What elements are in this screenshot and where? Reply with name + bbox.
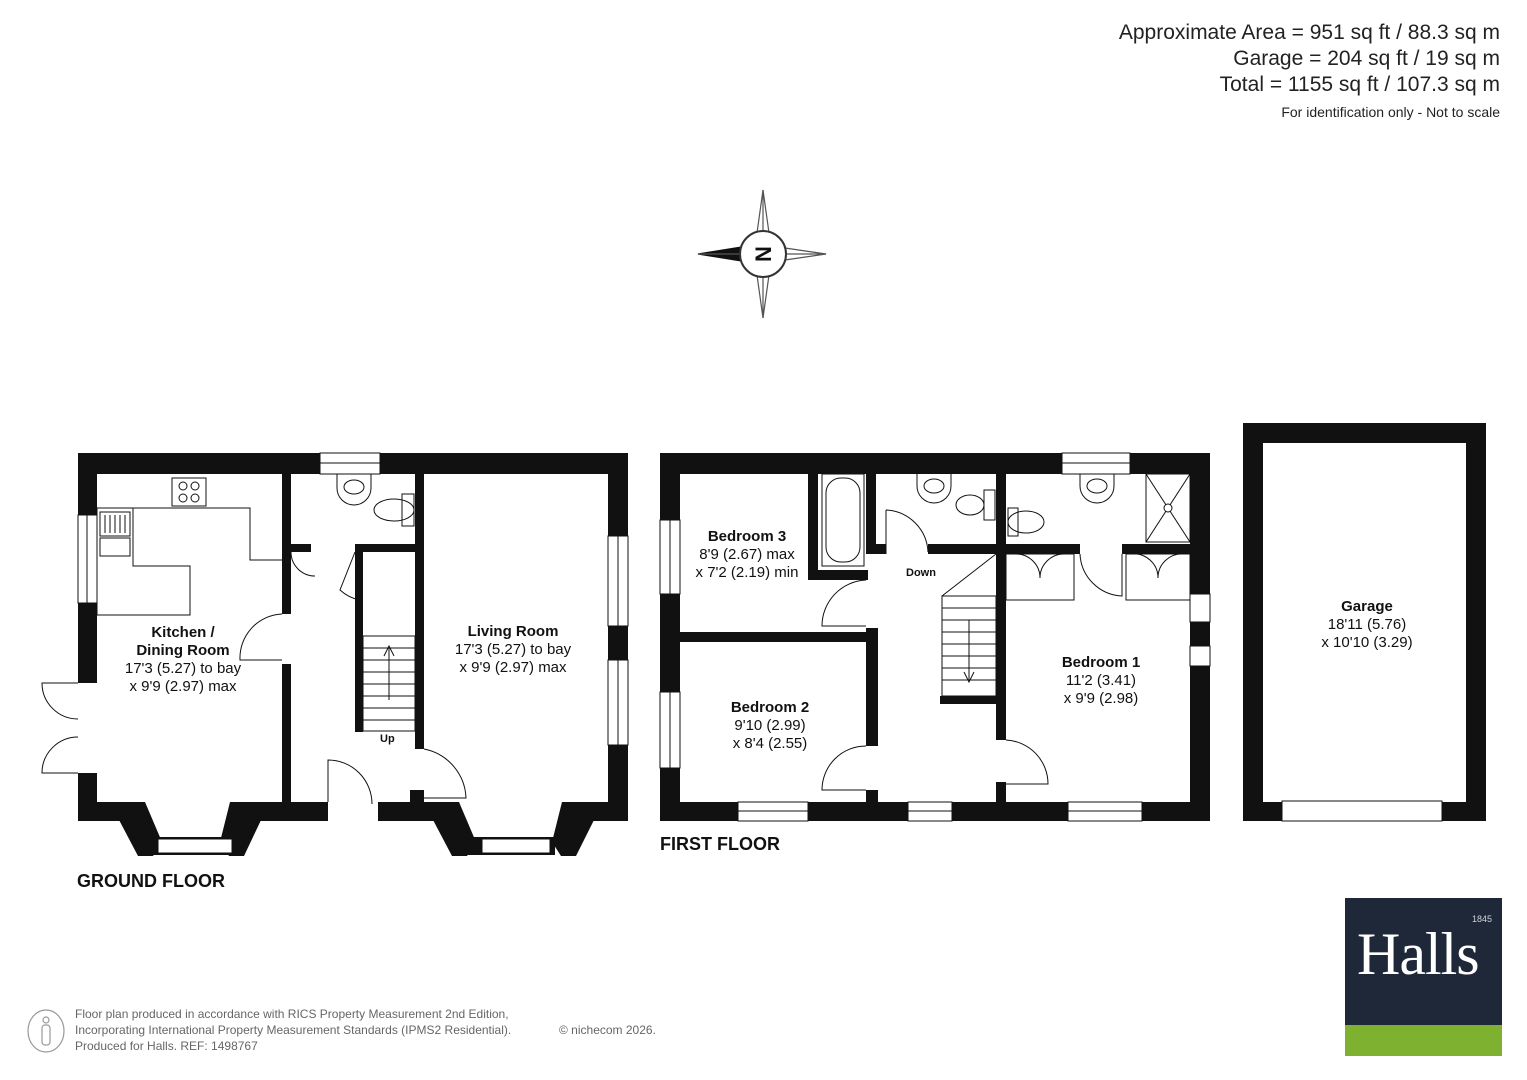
first-floor-details: [659, 452, 1211, 822]
room-name: Bedroom 3: [707, 528, 787, 545]
compass-letter: N: [751, 246, 776, 262]
area-sum: Total = 1155 sq ft / 107.3 sq m: [1219, 73, 1500, 96]
room-dimension: x 7'2 (2.19) min: [695, 564, 799, 581]
person-scale-icon: [27, 1009, 65, 1053]
compass-rose-icon: N: [697, 189, 827, 319]
logo-year: 1845: [1471, 914, 1492, 924]
room-garage: Garage 18'11 (5.76) x 10'10 (3.29): [1300, 598, 1434, 652]
room-dimension: 9'10 (2.99): [734, 717, 806, 734]
footer-brand: © nichecom 2026.: [559, 1023, 656, 1037]
footer-notes: Floor plan produced in accordance with R…: [75, 1006, 656, 1054]
room-dimension: x 10'10 (3.29): [1321, 634, 1413, 651]
area-total: Approximate Area = 951 sq ft / 88.3 sq m: [1118, 21, 1500, 44]
room-dimension: 17'3 (5.27) to bay: [124, 660, 242, 677]
footer-line: Floor plan produced in accordance with R…: [75, 1007, 509, 1021]
ground-floor-label: GROUND FLOOR: [77, 871, 225, 891]
room-kitchen-dining: Kitchen / Dining Room 17'3 (5.27) to bay…: [100, 624, 266, 696]
room-bedroom-3: Bedroom 3 8'9 (2.67) max x 7'2 (2.19) mi…: [682, 528, 812, 582]
room-dimension: x 8'4 (2.55): [732, 735, 808, 752]
area-summary: Approximate Area = 951 sq ft / 88.3 sq m…: [1119, 20, 1500, 122]
disclaimer: For identification only - Not to scale: [1281, 104, 1500, 120]
room-name: Living Room: [467, 623, 559, 640]
room-dimension: x 9'9 (2.98): [1063, 690, 1139, 707]
room-bedroom-2: Bedroom 2 9'10 (2.99) x 8'4 (2.55): [700, 699, 840, 753]
area-garage: Garage = 204 sq ft / 19 sq m: [1233, 47, 1500, 70]
room-dimension: x 9'9 (2.97) max: [129, 678, 237, 695]
room-name: Garage: [1341, 598, 1393, 615]
room-name: Kitchen / Dining Room: [136, 624, 230, 659]
stairs-up-label: Up: [380, 733, 395, 745]
halls-logo: 1845 Halls: [1345, 898, 1502, 1056]
room-dimension: x 9'9 (2.97) max: [459, 659, 567, 676]
room-dimension: 17'3 (5.27) to bay: [454, 641, 572, 658]
room-dimension: 18'11 (5.76): [1327, 616, 1407, 633]
room-name: Bedroom 1: [1061, 654, 1141, 671]
footer-line: Incorporating International Property Mea…: [75, 1023, 512, 1037]
stairs-down-label: Down: [906, 567, 936, 579]
first-floor-label: FIRST FLOOR: [660, 834, 780, 854]
room-dimension: 11'2 (3.41): [1065, 672, 1137, 689]
room-bedroom-1: Bedroom 1 11'2 (3.41) x 9'9 (2.98): [1032, 654, 1170, 708]
ground-floor-details: [41, 452, 629, 854]
footer-line: Produced for Halls. REF: 1498767: [75, 1039, 258, 1053]
logo-accent-bar: [1345, 1025, 1502, 1056]
room-name: Bedroom 2: [730, 699, 810, 716]
garage-plan: [1243, 423, 1486, 822]
first-floor-plan: [660, 453, 1210, 821]
room-living: Living Room 17'3 (5.27) to bay x 9'9 (2.…: [428, 623, 598, 677]
room-dimension: 8'9 (2.67) max: [699, 546, 795, 563]
logo-word: Halls: [1357, 921, 1480, 987]
